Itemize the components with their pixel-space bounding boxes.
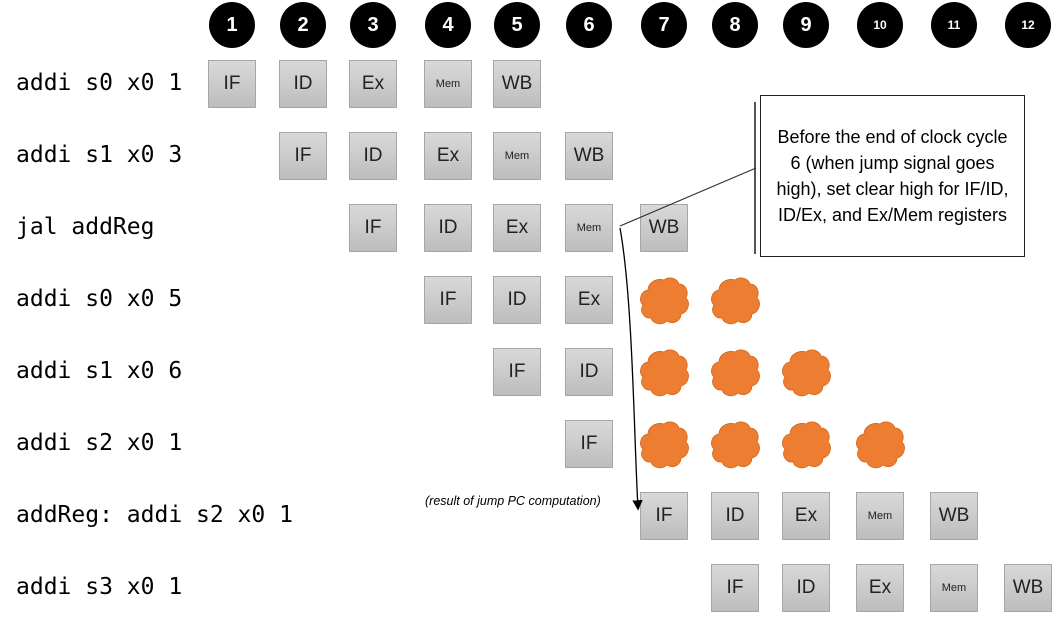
instruction-label: addi s3 x0 1 xyxy=(16,574,183,600)
jump-note: (result of jump PC computation) xyxy=(425,494,601,508)
callout-pointer-line xyxy=(619,167,757,227)
flush-bubble xyxy=(782,421,831,469)
cycle-number-2: 2 xyxy=(280,2,326,48)
cycle-number-3: 3 xyxy=(350,2,396,48)
stage-wb: WB xyxy=(640,204,688,252)
jump-target-arrow xyxy=(619,227,643,511)
stage-id: ID xyxy=(782,564,830,612)
stage-wb: WB xyxy=(1004,564,1052,612)
stage-ex: Ex xyxy=(565,276,613,324)
stage-mem: Mem xyxy=(424,60,472,108)
stage-if: IF xyxy=(640,492,688,540)
stage-ex: Ex xyxy=(782,492,830,540)
flush-bubble xyxy=(640,277,689,325)
stage-id: ID xyxy=(565,348,613,396)
flush-bubble xyxy=(856,421,905,469)
stage-wb: WB xyxy=(565,132,613,180)
stage-ex: Ex xyxy=(856,564,904,612)
stage-ex: Ex xyxy=(493,204,541,252)
cycle-number-10: 10 xyxy=(857,2,903,48)
instruction-label: addi s2 x0 1 xyxy=(16,430,183,456)
stage-if: IF xyxy=(349,204,397,252)
instruction-label: addi s0 x0 1 xyxy=(16,70,183,96)
instruction-label: addi s0 x0 5 xyxy=(16,286,183,312)
flush-bubble xyxy=(640,421,689,469)
stage-wb: WB xyxy=(493,60,541,108)
callout-bracket xyxy=(754,102,756,254)
instruction-label: addi s1 x0 6 xyxy=(16,358,183,384)
stage-id: ID xyxy=(279,60,327,108)
instruction-label: jal addReg xyxy=(16,214,155,240)
stage-if: IF xyxy=(493,348,541,396)
cycle-number-11: 11 xyxy=(931,2,977,48)
cycle-number-12: 12 xyxy=(1005,2,1051,48)
stage-mem: Mem xyxy=(930,564,978,612)
instruction-label: addi s1 x0 3 xyxy=(16,142,183,168)
stage-wb: WB xyxy=(930,492,978,540)
flush-bubble xyxy=(782,349,831,397)
stage-ex: Ex xyxy=(349,60,397,108)
stage-mem: Mem xyxy=(493,132,541,180)
flush-bubble xyxy=(640,349,689,397)
cycle-number-8: 8 xyxy=(712,2,758,48)
stage-id: ID xyxy=(493,276,541,324)
stage-if: IF xyxy=(279,132,327,180)
stage-ex: Ex xyxy=(424,132,472,180)
stage-if: IF xyxy=(711,564,759,612)
cycle-number-7: 7 xyxy=(641,2,687,48)
stage-id: ID xyxy=(424,204,472,252)
stage-id: ID xyxy=(711,492,759,540)
stage-if: IF xyxy=(565,420,613,468)
flush-bubble xyxy=(711,277,760,325)
stage-mem: Mem xyxy=(856,492,904,540)
cycle-number-4: 4 xyxy=(425,2,471,48)
cycle-number-9: 9 xyxy=(783,2,829,48)
stage-if: IF xyxy=(208,60,256,108)
cycle-number-5: 5 xyxy=(494,2,540,48)
cycle-number-1: 1 xyxy=(209,2,255,48)
cycle-number-6: 6 xyxy=(566,2,612,48)
instruction-label: addReg: addi s2 x0 1 xyxy=(16,502,293,528)
stage-id: ID xyxy=(349,132,397,180)
flush-bubble xyxy=(711,349,760,397)
flush-bubble xyxy=(711,421,760,469)
stage-mem: Mem xyxy=(565,204,613,252)
callout-box: Before the end of clock cycle 6 (when ju… xyxy=(760,95,1025,257)
stage-if: IF xyxy=(424,276,472,324)
callout-text: Before the end of clock cycle 6 (when ju… xyxy=(776,127,1009,225)
